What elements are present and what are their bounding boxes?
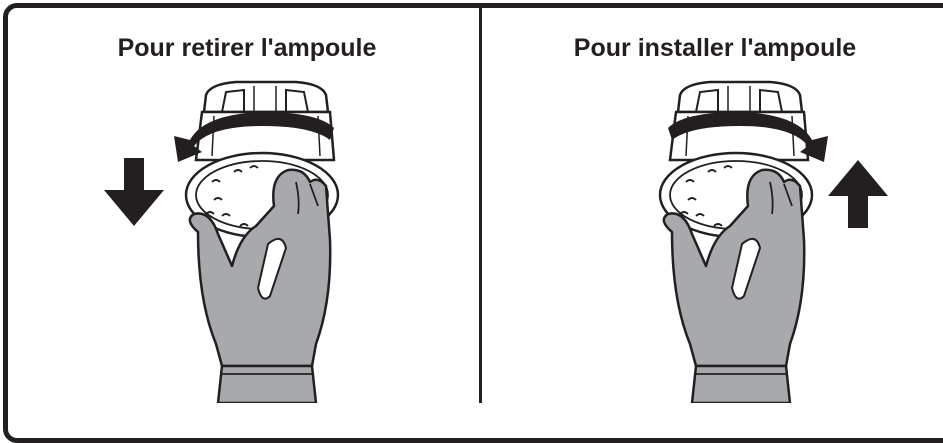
arrow-up-icon: [828, 160, 888, 228]
bulb-illustration: [0, 0, 943, 403]
arrow-down-icon: [104, 158, 164, 226]
